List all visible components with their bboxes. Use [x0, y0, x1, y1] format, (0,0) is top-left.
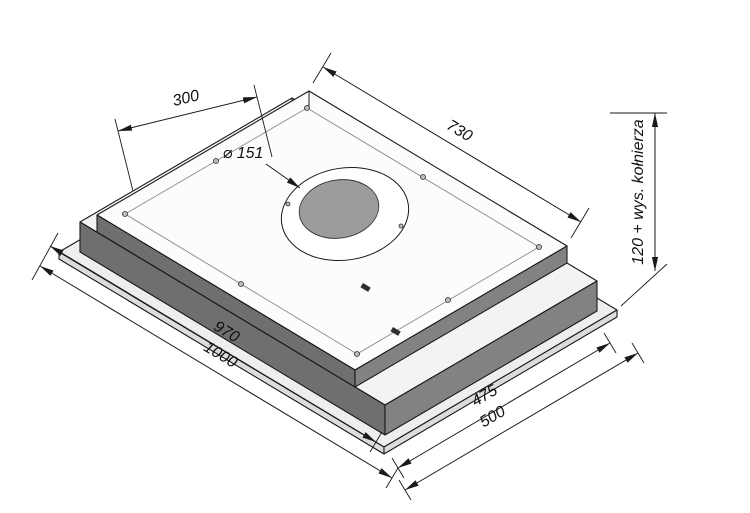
dim-diameter-leader-line [265, 163, 301, 189]
screw-dot [420, 174, 426, 180]
dim-left-extension-line [31, 232, 59, 281]
dim-1000-line [39, 265, 393, 479]
dim-730-extension-line [312, 52, 332, 84]
dim-730-line [322, 66, 582, 223]
collar-screw-dot [285, 201, 291, 207]
dim-height-label: 120 + wys. kołnierza [630, 119, 647, 265]
dim-500-line [404, 352, 639, 491]
screw-dot [536, 244, 542, 250]
dim-height-extension-line [620, 263, 668, 307]
dim-730-extension-line [570, 207, 590, 239]
bracket-glyph [390, 327, 401, 336]
screw-dot [445, 297, 451, 303]
dim-300-label: 300 [171, 87, 201, 110]
dim-730-label: 730 [443, 117, 475, 145]
screw-dot [122, 211, 128, 217]
screw-dot [238, 281, 244, 287]
dim-300-line [117, 96, 258, 132]
screw-dot [354, 351, 360, 357]
screw-dot [213, 158, 219, 164]
screw-dot [304, 105, 310, 111]
dim-diameter-label: ⌀ 151 [223, 145, 264, 162]
collar-screw-dot [398, 223, 404, 229]
